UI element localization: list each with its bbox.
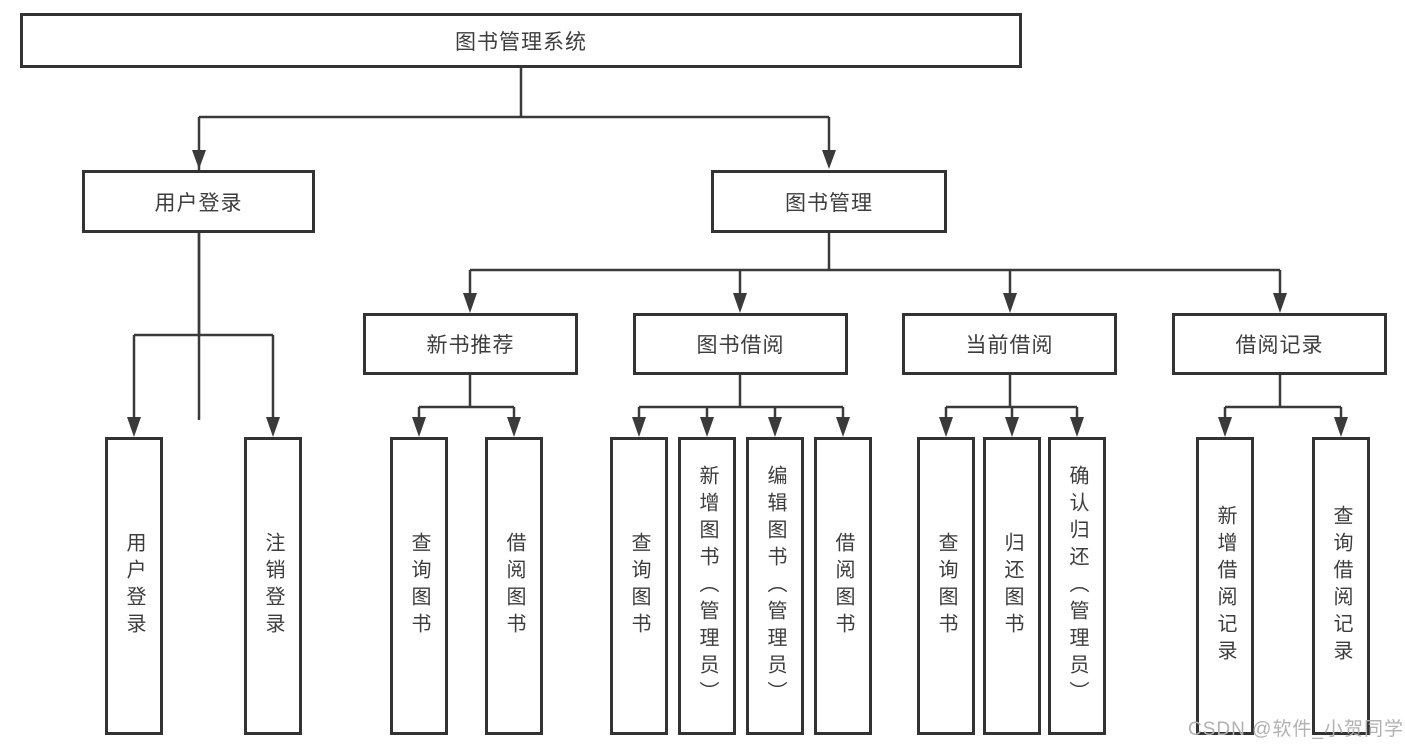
leaf-borrow-edit-book: 编辑图书（管理员） — [746, 437, 804, 735]
leaf-user-login: 用户登录 — [105, 437, 163, 735]
node-new-book-recommend: 新书推荐 — [363, 313, 578, 375]
leaf-confirm-return-label: 确认归还（管理员） — [1066, 464, 1088, 708]
leaf-query-borrow-record: 查询借阅记录 — [1312, 437, 1370, 735]
node-book-management-label: 图书管理 — [785, 191, 873, 215]
node-user-login-label: 用户登录 — [154, 191, 243, 215]
node-system-root-label: 图书管理系统 — [455, 30, 587, 54]
leaf-query-borrow-record-label: 查询借阅记录 — [1330, 505, 1352, 667]
leaf-return-book: 归还图书 — [983, 437, 1041, 735]
leaf-current-query: 查询图书 — [917, 437, 975, 735]
leaf-return-book-label: 归还图书 — [1001, 532, 1023, 640]
leaf-borrow-edit-book-label: 编辑图书（管理员） — [764, 464, 786, 708]
leaf-user-login-label: 用户登录 — [123, 532, 145, 640]
node-book-borrow: 图书借阅 — [633, 313, 848, 375]
leaf-borrow-book: 借阅图书 — [814, 437, 872, 735]
leaf-add-borrow-record: 新增借阅记录 — [1196, 437, 1254, 735]
leaf-borrow-add-book-label: 新增图书（管理员） — [696, 464, 718, 708]
leaf-newbook-borrow: 借阅图书 — [485, 437, 543, 735]
leaf-borrow-book-label: 借阅图书 — [832, 532, 854, 640]
node-system-root: 图书管理系统 — [20, 13, 1022, 68]
leaf-newbook-query-label: 查询图书 — [408, 532, 430, 640]
node-user-login: 用户登录 — [82, 170, 315, 233]
leaf-newbook-query: 查询图书 — [390, 437, 448, 735]
leaf-add-borrow-record-label: 新增借阅记录 — [1214, 505, 1236, 667]
leaf-newbook-borrow-label: 借阅图书 — [503, 532, 525, 640]
leaf-confirm-return: 确认归还（管理员） — [1048, 437, 1106, 735]
leaf-borrow-query: 查询图书 — [610, 437, 668, 735]
watermark: CSDN @软件_小贺同学 — [1188, 719, 1404, 740]
node-book-management: 图书管理 — [711, 170, 947, 233]
leaf-borrow-add-book: 新增图书（管理员） — [678, 437, 736, 735]
node-borrow-record: 借阅记录 — [1172, 313, 1387, 375]
node-new-book-recommend-label: 新书推荐 — [426, 334, 515, 357]
leaf-logout-label: 注销登录 — [262, 532, 284, 640]
leaf-logout: 注销登录 — [244, 437, 302, 735]
node-book-borrow-label: 图书借阅 — [696, 334, 785, 357]
node-current-borrow-label: 当前借阅 — [965, 334, 1054, 357]
node-borrow-record-label: 借阅记录 — [1235, 334, 1324, 357]
node-current-borrow: 当前借阅 — [902, 313, 1117, 375]
leaf-current-query-label: 查询图书 — [935, 532, 957, 640]
leaf-borrow-query-label: 查询图书 — [628, 532, 650, 640]
